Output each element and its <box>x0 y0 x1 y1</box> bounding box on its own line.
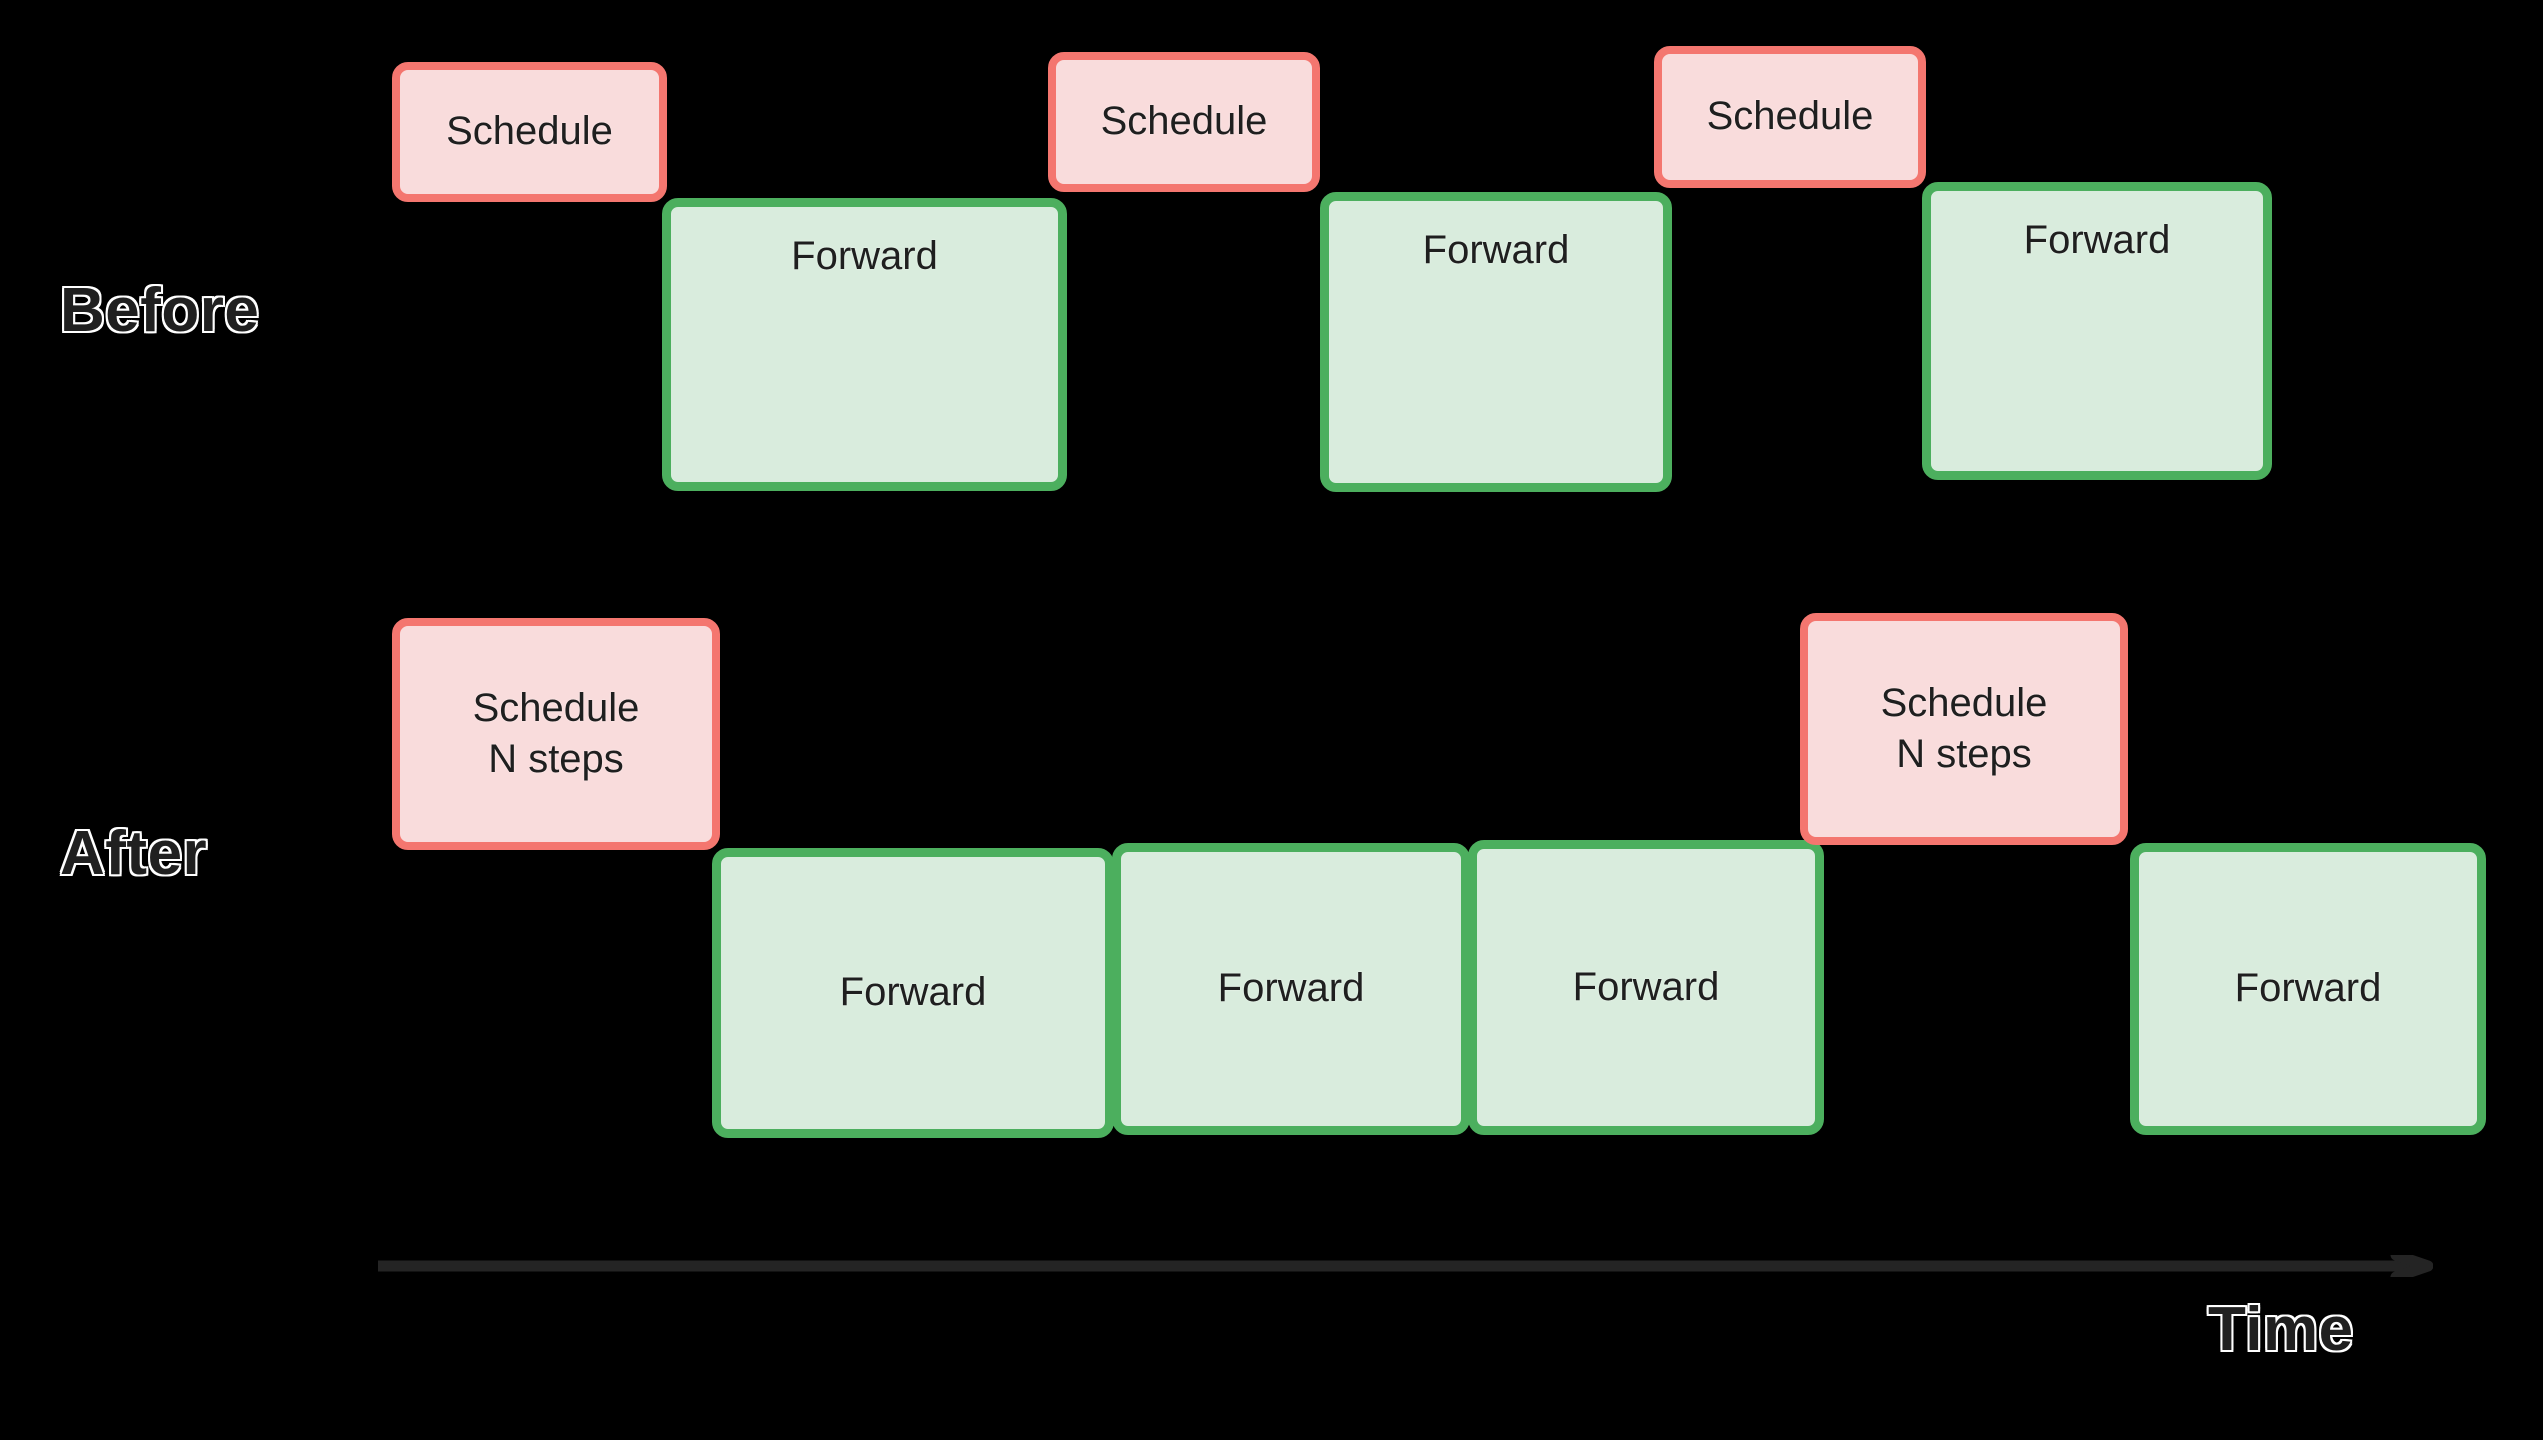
forward-box: Forward <box>712 848 1114 1138</box>
schedule-box-label: Schedule <box>1706 94 1874 139</box>
schedule-box: Schedule <box>1654 46 1926 188</box>
forward-box: Forward <box>1112 843 1470 1135</box>
forward-box-label: Forward <box>839 970 987 1015</box>
forward-box: Forward <box>662 198 1067 491</box>
forward-box: Forward <box>1468 840 1824 1135</box>
schedule-box: Schedule N steps <box>1800 613 2128 845</box>
forward-box-label: Forward <box>1217 966 1365 1011</box>
schedule-box-label: Schedule <box>1100 99 1268 144</box>
time-axis-arrow <box>378 1255 2433 1277</box>
schedule-box-label: Schedule <box>446 109 613 154</box>
forward-box: Forward <box>1922 182 2272 480</box>
time-axis-label: Time <box>2207 1294 2355 1366</box>
forward-box-label: Forward <box>1422 228 1570 272</box>
schedule-box-label: Schedule N steps <box>472 685 640 781</box>
forward-box-label: Forward <box>2234 966 2382 1011</box>
row-label-after: After <box>59 818 208 890</box>
forward-box-label: Forward <box>1572 964 1720 1009</box>
schedule-box: Schedule N steps <box>392 618 720 850</box>
forward-box: Forward <box>2130 843 2486 1135</box>
row-label-before: Before <box>59 275 260 347</box>
forward-box-label: Forward <box>791 234 938 278</box>
forward-box: Forward <box>1320 192 1672 492</box>
schedule-box-label: Schedule N steps <box>1880 680 2048 776</box>
forward-box-label: Forward <box>2023 218 2171 262</box>
schedule-box: Schedule <box>392 62 667 202</box>
schedule-box: Schedule <box>1048 52 1320 192</box>
